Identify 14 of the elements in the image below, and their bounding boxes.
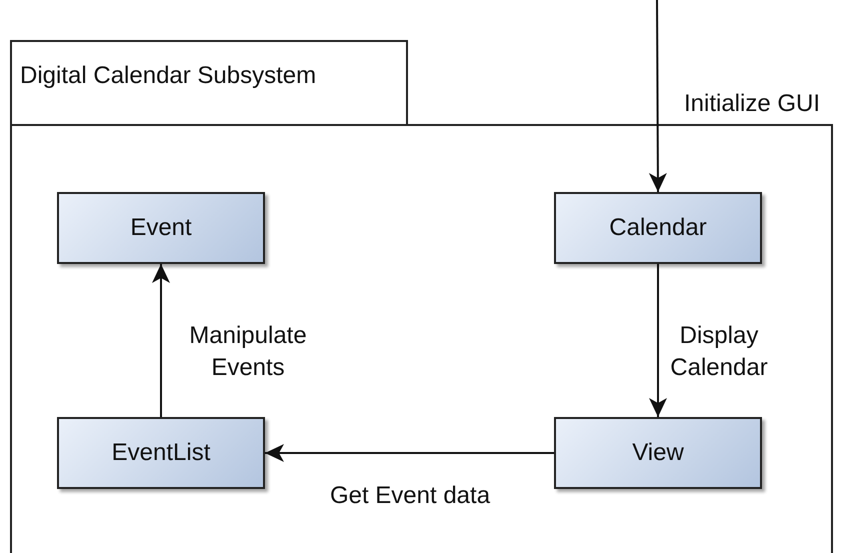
arrow <box>265 444 554 462</box>
class-box <box>554 417 762 489</box>
arrow <box>648 0 667 192</box>
package-frame <box>10 40 833 553</box>
class-name: EventList <box>112 439 210 467</box>
class-box <box>57 192 265 264</box>
class-box <box>554 192 762 264</box>
class-box <box>57 417 265 489</box>
class-name: Event <box>130 214 192 242</box>
arrow <box>649 264 667 417</box>
class-name: View <box>632 439 684 467</box>
class-name: Calendar <box>609 214 707 242</box>
arrow <box>152 264 170 417</box>
package-title: Digital Calendar Subsystem <box>20 62 316 90</box>
